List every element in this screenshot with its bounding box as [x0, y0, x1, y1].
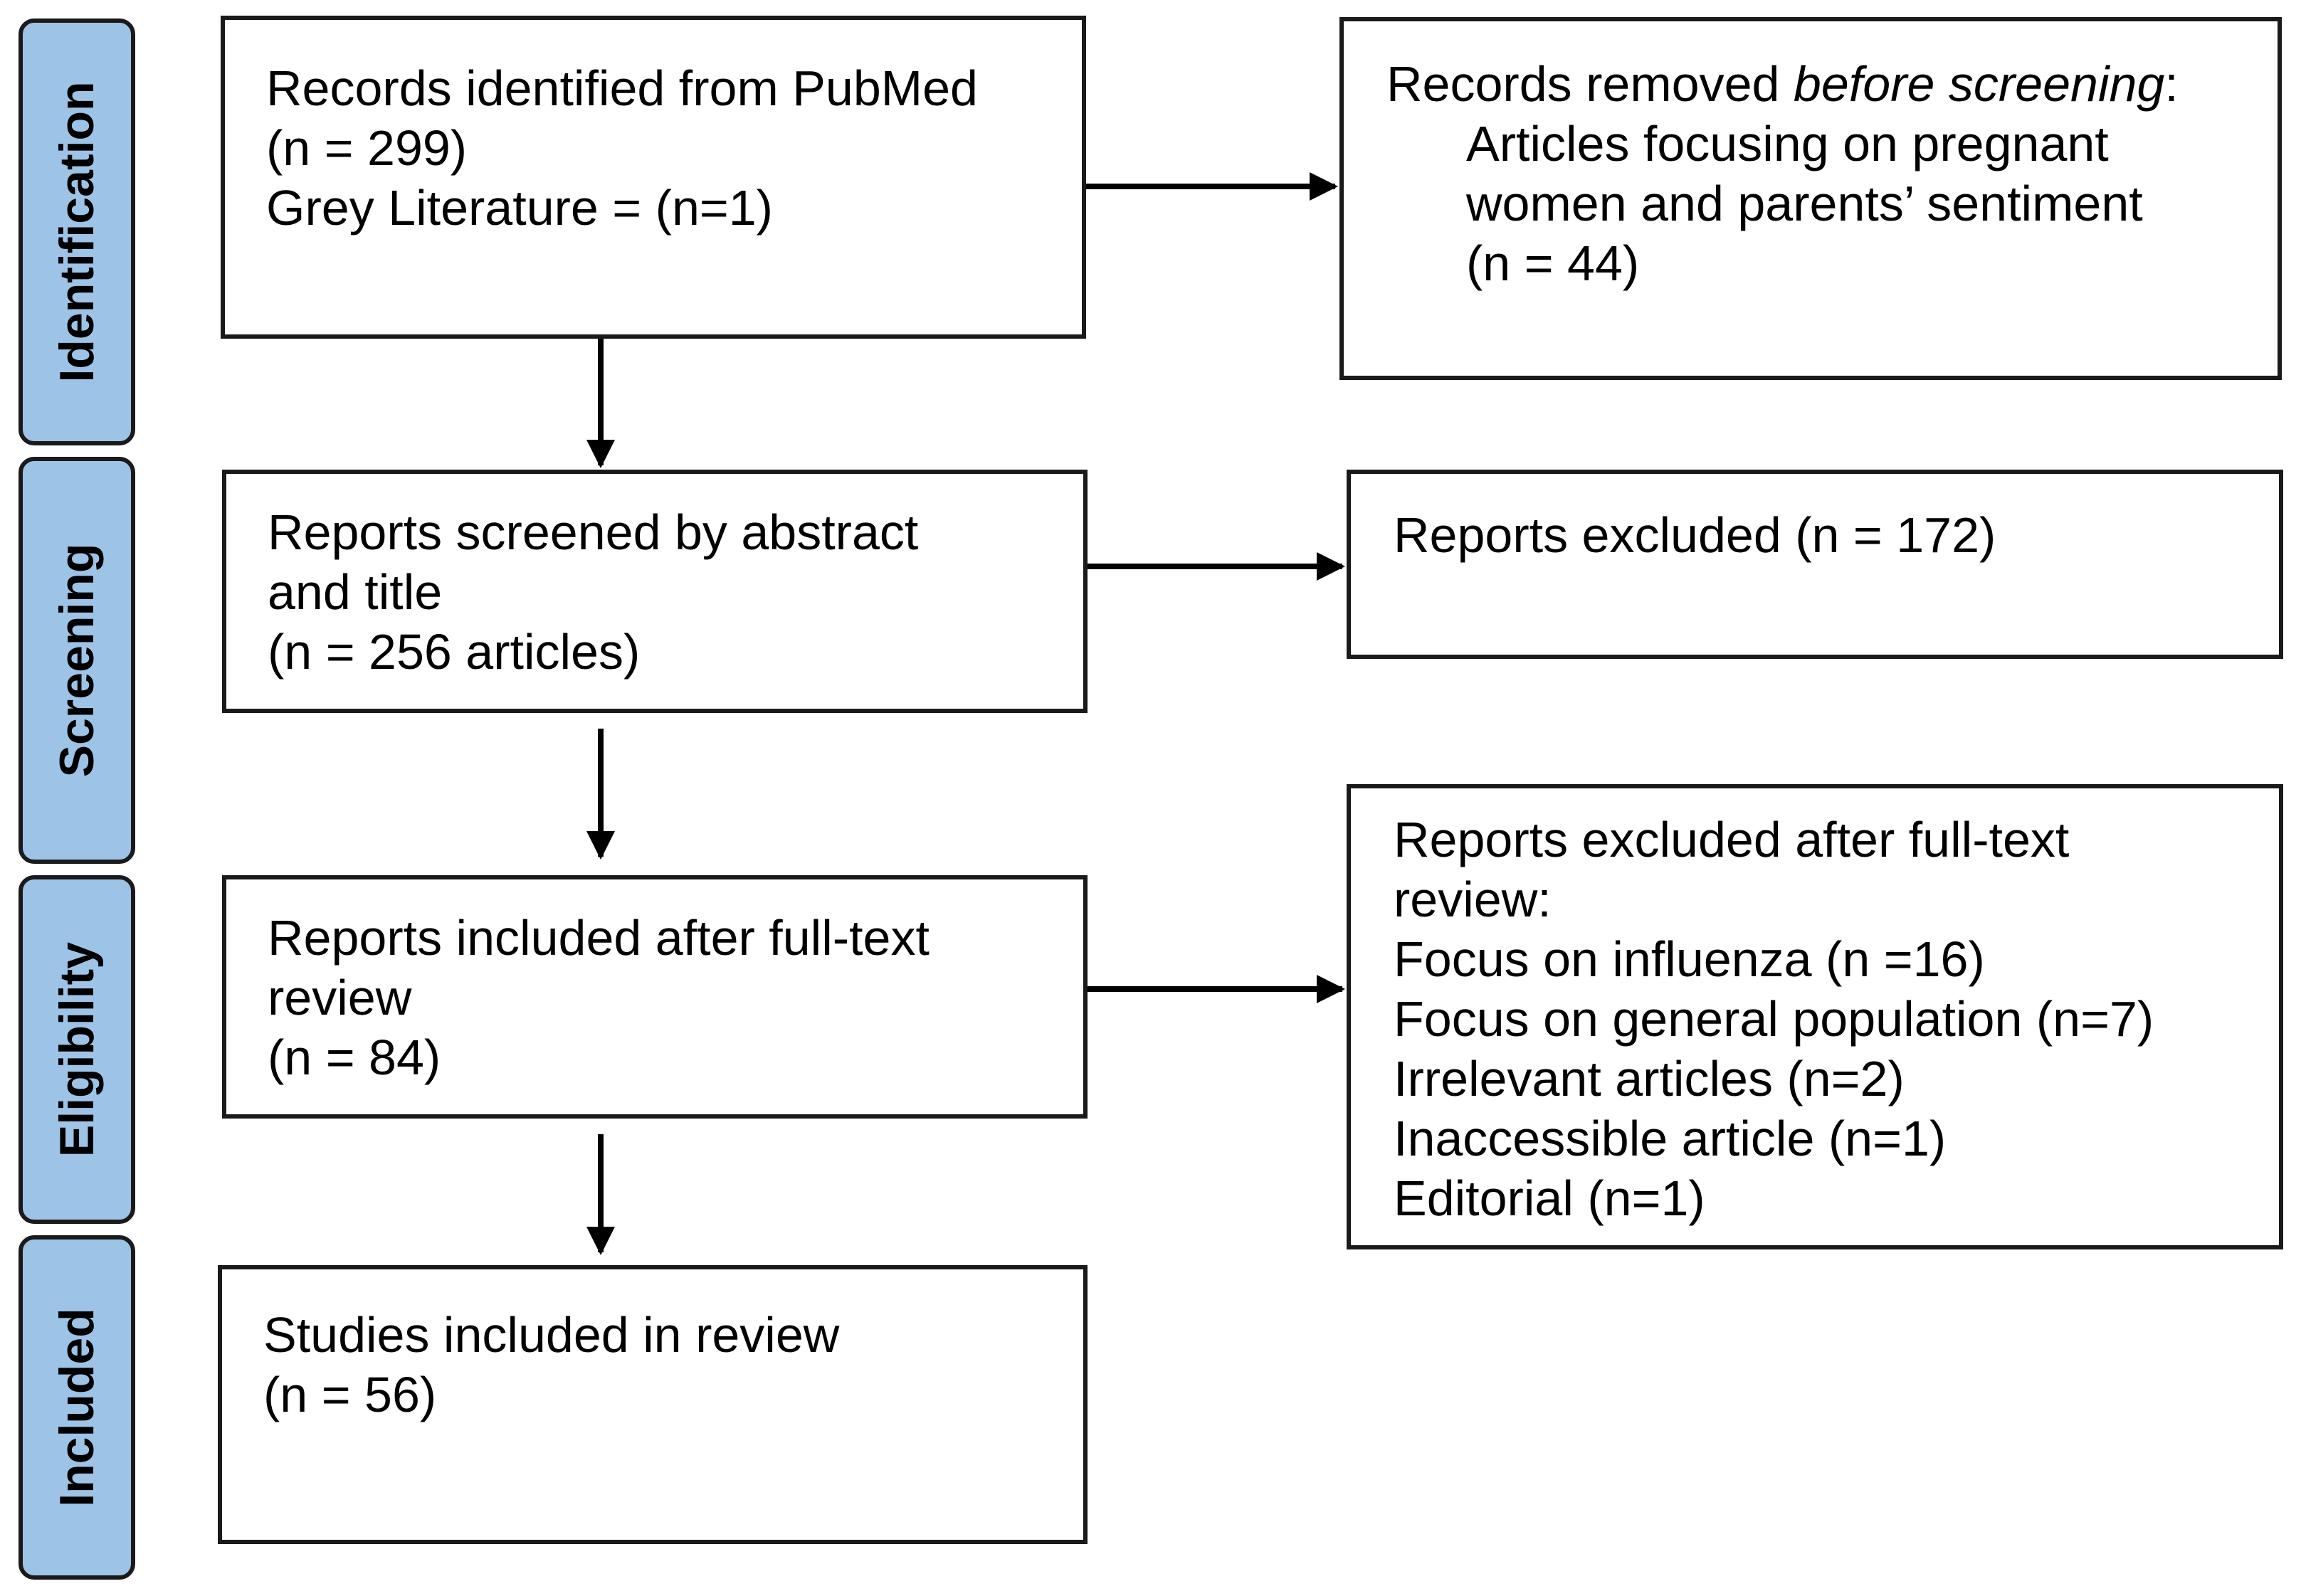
- removed-line-2: Articles focusing on pregnant: [1466, 116, 2109, 171]
- included-line-2: (n = 56): [263, 1367, 437, 1422]
- removed-line-1: Records removed before screening:: [1386, 54, 2236, 114]
- removed-emphasis: before screening: [1793, 56, 2165, 112]
- fulltext-excluded-line-1: Reports excluded after full-text: [1394, 812, 2070, 867]
- removed-line-4: (n = 44): [1466, 236, 1640, 291]
- identification-line-3: Grey Literature = (n=1): [266, 180, 773, 236]
- stage-eligibility: Eligibility: [19, 875, 135, 1224]
- exclusion-reason-general-population: Focus on general population (n=7): [1394, 991, 2154, 1047]
- fulltext-excluded-line-2: review:: [1394, 872, 1552, 927]
- screening-box: Reports screened by abstract and title (…: [222, 470, 1088, 713]
- exclusion-reason-influenza: Focus on influenza (n =16): [1394, 931, 1985, 987]
- screening-line-3: (n = 256 articles): [268, 624, 641, 680]
- prisma-flow-diagram: Identification Screening Eligibility Inc…: [10, 13, 2292, 1581]
- removed-box: Records removed before screening: Articl…: [1339, 17, 2282, 380]
- flow-arrows: [586, 172, 1345, 1255]
- exclusion-reason-inaccessible: Inaccessible article (n=1): [1394, 1111, 1947, 1166]
- included-box: Studies included in review (n = 56): [218, 1265, 1088, 1544]
- identification-line-2: (n = 299): [266, 120, 468, 176]
- removed-line-3: women and parents’ sentiment: [1466, 176, 2143, 231]
- identification-line-1: Records identified from PubMed: [266, 60, 978, 116]
- stage-identification: Identification: [19, 19, 135, 445]
- eligibility-line-1: Reports included after full-text: [268, 910, 930, 966]
- included-line-1: Studies included in review: [263, 1307, 840, 1363]
- eligibility-line-3: (n = 84): [268, 1030, 441, 1085]
- stage-included: Included: [19, 1235, 135, 1580]
- excluded-line-1: Reports excluded (n = 172): [1394, 507, 1996, 563]
- fulltext-excluded-box: Reports excluded after full-text review:…: [1347, 784, 2283, 1249]
- exclusion-reason-editorial: Editorial (n=1): [1394, 1170, 1705, 1226]
- excluded-box: Reports excluded (n = 172): [1347, 470, 2283, 659]
- identification-box: Records identified from PubMed (n = 299)…: [221, 16, 1086, 339]
- eligibility-box: Reports included after full-text review …: [222, 875, 1088, 1119]
- exclusion-reason-irrelevant: Irrelevant articles (n=2): [1394, 1051, 1905, 1106]
- removed-prefix: Records removed: [1386, 56, 1794, 112]
- stage-screening: Screening: [19, 457, 135, 864]
- screening-line-2: and title: [268, 564, 443, 620]
- screening-line-1: Reports screened by abstract: [268, 504, 919, 560]
- eligibility-line-2: review: [268, 970, 412, 1025]
- removed-suffix: :: [2164, 56, 2179, 112]
